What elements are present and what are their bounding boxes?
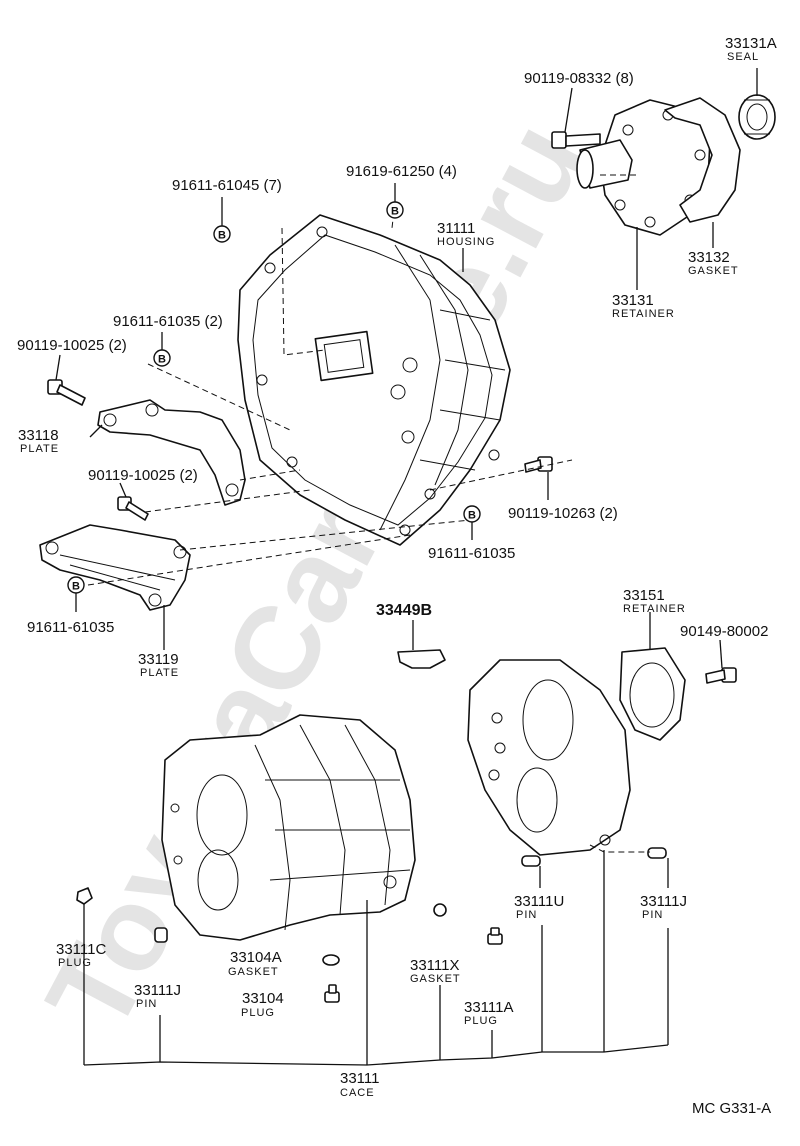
housing-31111-drawing	[237, 214, 511, 546]
clip-33449B-drawing	[397, 649, 446, 669]
callout-91611-61035-upper: 91611-61035 (2)	[113, 313, 223, 330]
svg-text:33131: 33131	[612, 292, 654, 309]
callout-33111C: 33111C PLUG	[56, 941, 106, 969]
svg-text:33111X: 33111X	[410, 957, 460, 974]
svg-text:33111: 33111	[340, 1070, 380, 1087]
bolt-90119-10025-lower-drawing	[117, 496, 149, 521]
callout-33151: 33151 RETAINER	[623, 587, 686, 615]
svg-text:PIN: PIN	[516, 909, 537, 921]
callout-33132: 33132 GASKET	[688, 249, 739, 277]
svg-text:CACE: CACE	[340, 1087, 375, 1099]
pin-33111J-left-drawing	[154, 927, 168, 943]
svg-text:33119: 33119	[138, 651, 179, 668]
svg-text:GASKET: GASKET	[688, 265, 739, 277]
pin-33111U-drawing	[521, 855, 541, 867]
callout-90119-10025-upper: 90119-10025 (2)	[17, 337, 127, 354]
callout-91611-61045: 91611-61045 (7)	[172, 177, 282, 194]
svg-text:HOUSING: HOUSING	[437, 236, 495, 248]
callout-33111J-right: 33111J PIN	[640, 893, 687, 921]
callout-33131: 33131 RETAINER	[612, 292, 675, 320]
callout-33104A: 33104A GASKET	[228, 949, 282, 978]
plug-33111A-drawing	[487, 927, 503, 945]
callout-33118: 33118 PLATE	[18, 427, 59, 455]
svg-text:33111U: 33111U	[514, 893, 564, 910]
bolt-marker-91611-61035-upper: B	[153, 349, 171, 367]
bolt-90149-80002-drawing	[705, 667, 737, 684]
callout-33111J-left: 33111J PIN	[134, 982, 181, 1010]
svg-text:33151: 33151	[623, 587, 665, 604]
svg-text:33118: 33118	[18, 427, 59, 444]
callout-91611-61035-right: 91611-61035	[428, 545, 515, 562]
callout-33119: 33119 PLATE	[138, 651, 179, 679]
bolt-marker-91611-61035-lower: B	[67, 576, 85, 594]
callout-33111: 33111 CACE	[340, 1070, 380, 1099]
svg-text:B: B	[218, 230, 226, 242]
svg-text:GASKET: GASKET	[410, 973, 461, 985]
plate-33119-drawing	[39, 524, 191, 611]
retainer-33151-drawing	[619, 647, 686, 741]
gasket-33104A-drawing	[322, 954, 340, 966]
seal-33131A-drawing	[738, 94, 776, 140]
svg-text:PLUG: PLUG	[58, 957, 92, 969]
plug-33111C-drawing	[76, 887, 93, 905]
svg-text:33111J: 33111J	[640, 893, 687, 910]
callout-91611-61035-lower: 91611-61035	[27, 619, 114, 636]
svg-text:RETAINER: RETAINER	[623, 603, 686, 615]
callout-90119-10025-lower: 90119-10025 (2)	[88, 467, 198, 484]
callout-91619-61250: 91619-61250 (4)	[346, 163, 457, 180]
plug-33104-drawing	[324, 984, 340, 1003]
bolt-marker-91611-61035-right: B	[463, 505, 481, 523]
svg-text:SEAL: SEAL	[727, 51, 759, 63]
bolt-90119-10025-upper-drawing	[47, 379, 86, 406]
svg-text:B: B	[72, 581, 80, 593]
callout-33111X: 33111X GASKET	[410, 957, 461, 985]
svg-text:PLUG: PLUG	[241, 1007, 275, 1019]
callout-33111U: 33111U PIN	[514, 893, 564, 921]
svg-text:B: B	[468, 510, 476, 522]
svg-text:33104A: 33104A	[230, 949, 282, 966]
svg-text:33131A: 33131A	[725, 35, 777, 52]
svg-text:33111J: 33111J	[134, 982, 181, 999]
bolt-marker-91611-61045: B	[213, 225, 231, 243]
leader-lines	[55, 68, 758, 1066]
svg-text:31111: 31111	[437, 220, 475, 237]
svg-text:33132: 33132	[688, 249, 730, 266]
diagram-code: MC G331-A	[692, 1100, 771, 1117]
gasket-33132-drawing	[664, 97, 741, 223]
pin-33111J-right-drawing	[647, 847, 667, 859]
callout-90149-80002: 90149-80002	[680, 623, 768, 640]
callout-90119-10263: 90119-10263 (2)	[508, 505, 618, 522]
bolt-90119-08332-drawing	[551, 131, 601, 149]
svg-text:33104: 33104	[242, 990, 284, 1007]
svg-text:PLUG: PLUG	[464, 1015, 498, 1027]
svg-text:PLATE: PLATE	[20, 443, 59, 455]
svg-text:33111A: 33111A	[464, 999, 514, 1016]
callout-33131A: 33131A SEAL	[725, 35, 777, 63]
svg-text:GASKET: GASKET	[228, 966, 279, 978]
callout-33449B: 33449B	[376, 602, 432, 619]
callout-31111: 31111 HOUSING	[437, 220, 495, 248]
svg-text:RETAINER: RETAINER	[612, 308, 675, 320]
bolt-marker-91619-61250: B	[386, 201, 404, 219]
callout-33111A: 33111A PLUG	[464, 999, 514, 1027]
callout-33104: 33104 PLUG	[241, 990, 284, 1019]
retainer-33131-drawing	[576, 99, 711, 236]
svg-text:PIN: PIN	[136, 998, 157, 1010]
bolt-90119-10263-drawing	[524, 456, 553, 473]
svg-text:PLATE: PLATE	[140, 667, 179, 679]
gasket-33111X-drawing	[433, 903, 447, 917]
svg-text:PIN: PIN	[642, 909, 663, 921]
plate-33118-drawing	[97, 399, 246, 506]
intermediate-plate-drawing	[467, 659, 631, 856]
callout-90119-08332: 90119-08332 (8)	[524, 70, 634, 87]
svg-text:B: B	[158, 354, 166, 366]
svg-text:B: B	[391, 206, 399, 218]
case-33111-drawing	[161, 714, 416, 941]
svg-text:33111C: 33111C	[56, 941, 106, 958]
